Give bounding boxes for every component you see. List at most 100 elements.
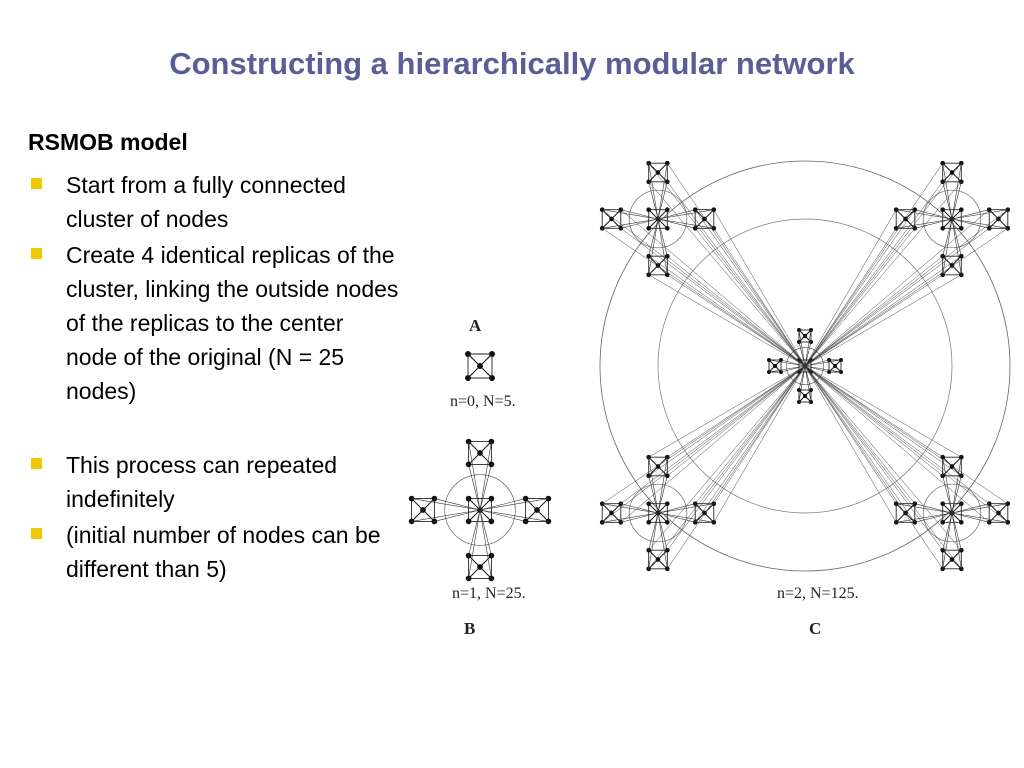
edge xyxy=(648,512,659,569)
edge xyxy=(914,218,953,229)
edge xyxy=(713,209,806,367)
edge xyxy=(620,209,806,367)
text-block: RSMOB model Start from a fully connected… xyxy=(28,126,400,588)
node xyxy=(609,216,614,222)
edge xyxy=(620,228,806,367)
edge xyxy=(804,365,812,391)
edge xyxy=(780,365,806,373)
edge xyxy=(951,218,990,229)
edge xyxy=(648,181,806,367)
edge xyxy=(657,503,696,514)
edge xyxy=(657,209,714,220)
edge xyxy=(667,274,806,367)
edge xyxy=(798,341,806,367)
node xyxy=(958,519,964,525)
edge xyxy=(648,218,659,275)
edge xyxy=(468,464,481,511)
edge xyxy=(804,365,915,504)
edge xyxy=(602,365,806,523)
edge xyxy=(657,218,696,229)
edge xyxy=(657,218,668,257)
node xyxy=(996,216,1001,222)
edge xyxy=(667,365,806,551)
edge xyxy=(804,365,812,403)
edge xyxy=(804,209,990,367)
edge xyxy=(602,365,806,504)
bullet-text: Create 4 identical replicas of the clust… xyxy=(66,242,399,404)
node xyxy=(655,170,661,175)
edge xyxy=(804,163,943,367)
edge xyxy=(804,365,830,373)
edge xyxy=(951,181,962,220)
edge xyxy=(768,359,806,367)
edge xyxy=(804,329,812,367)
edge xyxy=(951,503,990,514)
edge xyxy=(896,503,953,514)
edge xyxy=(804,209,1008,367)
edge xyxy=(951,218,962,275)
slide-title: Constructing a hierarchically modular ne… xyxy=(169,46,855,81)
edge xyxy=(804,365,943,551)
edge xyxy=(657,218,668,275)
panel-b-caption: n=1, N=25. xyxy=(452,585,526,602)
edge xyxy=(942,218,953,257)
edge xyxy=(602,209,659,220)
panel-a-label: A xyxy=(469,316,482,335)
bullet-text: This process can repeated indefinitely xyxy=(66,452,338,512)
square-bullet-icon xyxy=(31,458,42,469)
edge xyxy=(914,503,953,514)
edge xyxy=(804,256,943,367)
node xyxy=(477,564,483,570)
network-diagram xyxy=(408,160,1011,582)
edge xyxy=(648,365,806,458)
node xyxy=(646,501,652,507)
node xyxy=(465,518,472,525)
module-ring xyxy=(657,218,953,514)
edge xyxy=(804,359,842,367)
edge xyxy=(713,228,806,367)
node xyxy=(949,170,955,175)
node xyxy=(534,507,540,513)
edge xyxy=(942,475,953,514)
node xyxy=(646,207,652,213)
edge xyxy=(479,509,492,556)
edge xyxy=(804,365,842,373)
edge xyxy=(804,228,915,367)
edge xyxy=(695,365,806,523)
square-bullet-icon xyxy=(31,178,42,189)
edge xyxy=(648,274,806,367)
node xyxy=(488,518,495,525)
edge xyxy=(602,209,806,367)
edge xyxy=(951,218,1008,229)
edge xyxy=(602,228,806,367)
bullet-item: This process can repeated indefinitely xyxy=(28,448,400,516)
node xyxy=(940,207,946,213)
bullet-item: Create 4 identical replicas of the clust… xyxy=(28,238,400,408)
edge xyxy=(798,365,806,403)
edge xyxy=(468,509,481,579)
edge xyxy=(804,341,812,367)
bullet-text: Start from a fully connected cluster of … xyxy=(66,172,346,232)
node xyxy=(489,375,495,381)
node xyxy=(803,334,807,338)
node xyxy=(958,501,964,507)
edge xyxy=(804,365,962,458)
edge xyxy=(942,512,953,569)
edge xyxy=(804,228,897,367)
panel-a-caption: n=0, N=5. xyxy=(450,393,516,410)
node xyxy=(465,375,471,381)
edge xyxy=(648,163,806,367)
edge xyxy=(804,365,897,504)
node xyxy=(803,394,807,398)
node xyxy=(903,216,908,222)
node xyxy=(465,495,472,502)
edge xyxy=(434,509,481,522)
edge xyxy=(620,365,806,523)
node xyxy=(996,510,1001,516)
node xyxy=(655,464,661,469)
edge xyxy=(804,365,962,569)
edge xyxy=(620,209,659,220)
edge xyxy=(942,181,953,220)
edge xyxy=(479,509,526,522)
node xyxy=(940,225,946,231)
